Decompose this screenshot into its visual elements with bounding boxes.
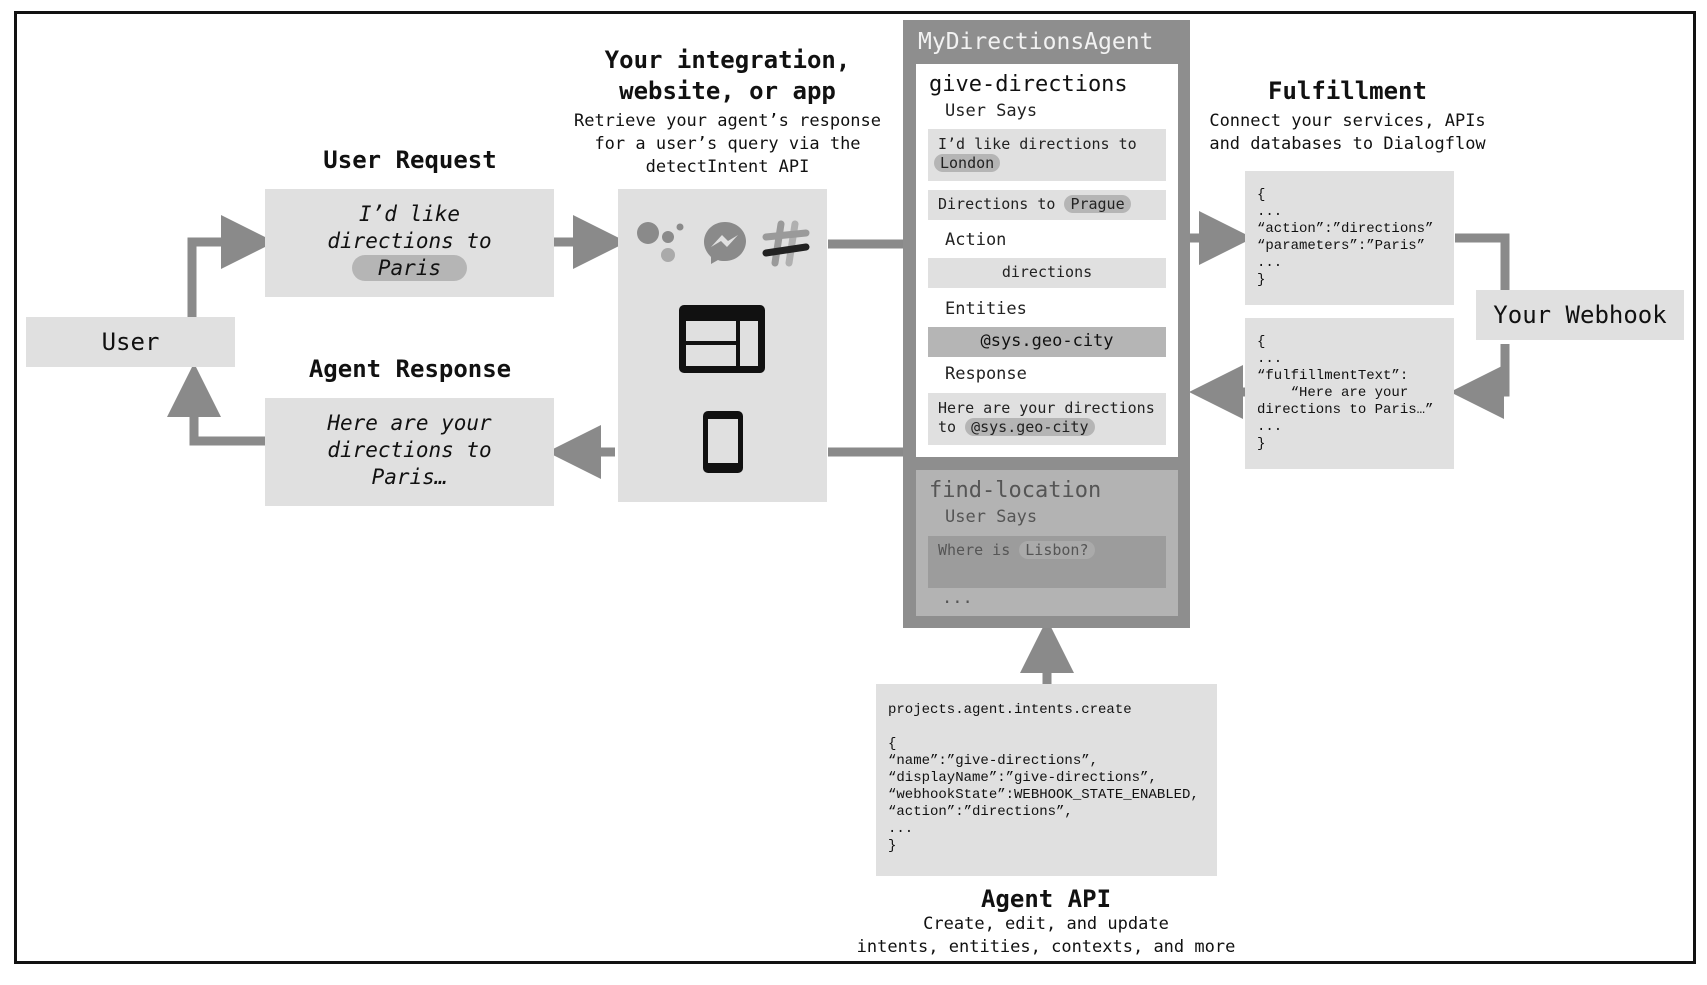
messenger-icon bbox=[704, 222, 746, 264]
response-entity: @sys.geo-city bbox=[965, 418, 1095, 436]
agent-name: MyDirectionsAgent bbox=[918, 29, 1154, 55]
find-location-ellipsis: ... bbox=[942, 588, 973, 608]
fulfillment-request-code-line: } bbox=[1257, 272, 1266, 288]
user-says-label: User Says bbox=[945, 101, 1038, 121]
agent-api-code: projects.agent.intents.create {“name”:”g… bbox=[888, 702, 1217, 855]
response-text-line2: to bbox=[938, 418, 957, 436]
webhook-box: Your Webhook bbox=[1476, 290, 1684, 340]
slack-icon bbox=[762, 220, 810, 267]
agent-api-title: Agent API bbox=[980, 885, 1112, 913]
user-request-title: User Request bbox=[323, 146, 497, 174]
fulfillment-request-code: {...“action”:”directions”“parameters”:”P… bbox=[1257, 187, 1454, 289]
fulfillment-desc-line1: Connect your services, APIs bbox=[1209, 111, 1486, 131]
fulfillment-desc-line2: and databases to Dialogflow bbox=[1209, 134, 1486, 154]
fulfillment-description: Connect your services, APIs and database… bbox=[1200, 110, 1495, 156]
agent-api-code-line: { bbox=[888, 736, 897, 752]
training-phrase-2: Directions to Prague bbox=[928, 190, 1166, 220]
agent-response-line2: directions to bbox=[327, 438, 492, 462]
integration-desc-line2: for a user’s query via the bbox=[594, 134, 861, 154]
integration-desc-line3: detectIntent API bbox=[645, 157, 810, 177]
training-phrase-1-text: I’d like directions to bbox=[938, 135, 1137, 153]
user-request-line1: I’d like bbox=[358, 202, 461, 226]
action-label: Action bbox=[945, 230, 1007, 250]
find-location-user-says-label: User Says bbox=[945, 507, 1038, 527]
entity-value: @sys.geo-city bbox=[928, 327, 1166, 357]
agent-api-code-line: ... bbox=[888, 821, 914, 837]
agent-api-code-line: “displayName”:”give-directions”, bbox=[888, 770, 1157, 786]
training-phrase-2-text: Directions to bbox=[938, 195, 1056, 213]
integration-title-line2: website, or app bbox=[619, 77, 836, 105]
intent-find-location-name: find-location bbox=[929, 478, 1102, 503]
user-label: User bbox=[101, 328, 160, 356]
integration-description: Retrieve your agent’s response for a use… bbox=[560, 110, 895, 179]
agent-api-code-line: “action”:”directions”, bbox=[888, 804, 1073, 820]
fulfillment-response-code-line: } bbox=[1257, 436, 1266, 452]
find-location-phrase: Where is Lisbon? bbox=[928, 536, 1166, 588]
fulfillment-request-code-line: “action”:”directions” bbox=[1257, 221, 1434, 237]
response-label: Response bbox=[945, 364, 1027, 384]
entities-label: Entities bbox=[945, 299, 1027, 319]
agent-api-desc-line2: intents, entities, contexts, and more bbox=[856, 937, 1236, 957]
user-request-line2: directions to bbox=[327, 229, 492, 253]
agent-api-description: Create, edit, and update intents, entiti… bbox=[826, 913, 1266, 959]
agent-response-title: Agent Response bbox=[308, 355, 512, 383]
intent-give-directions-name: give-directions bbox=[929, 72, 1128, 97]
fulfillment-response-code-line: ... bbox=[1257, 351, 1283, 367]
fulfillment-request-code-line: “parameters”:”Paris” bbox=[1257, 238, 1426, 254]
integration-box bbox=[618, 189, 827, 502]
find-location-phrase-entity: Lisbon? bbox=[1019, 541, 1095, 559]
integration-desc-line1: Retrieve your agent’s response bbox=[573, 111, 882, 131]
fulfillment-response-code-line: “fulfillmentText”: bbox=[1257, 368, 1409, 384]
user-request-entity: Paris bbox=[351, 255, 468, 281]
agent-api-code-line: } bbox=[888, 838, 897, 854]
fulfillment-request-box: {...“action”:”directions”“parameters”:”P… bbox=[1245, 171, 1454, 305]
google-assistant-icon bbox=[637, 222, 684, 262]
user-request-box: I’d like directions to Paris bbox=[265, 189, 554, 297]
fulfillment-request-code-line: ... bbox=[1257, 255, 1283, 271]
integration-title-line1: Your integration, bbox=[604, 46, 851, 74]
arrow-webhook-to-fulfillment bbox=[1450, 344, 1510, 419]
agent-response-line3: Paris… bbox=[371, 465, 448, 489]
agent-api-code-line: “name”:”give-directions”, bbox=[888, 753, 1099, 769]
fulfillment-response-code-line: “Here are your bbox=[1257, 385, 1409, 401]
diagram-frame bbox=[14, 11, 1696, 964]
agent-api-code-line bbox=[888, 719, 1217, 736]
agent-api-code-line: “webhookState”:WEBHOOK_STATE_ENABLED, bbox=[888, 787, 1199, 803]
agent-response-box: Here are your directions to Paris… bbox=[265, 398, 554, 506]
agent-response-line1: Here are your bbox=[327, 411, 492, 435]
arrow-user-to-request bbox=[187, 215, 275, 318]
fulfillment-request-code-line: ... bbox=[1257, 204, 1283, 220]
response-text: Here are your directions to @sys.geo-cit… bbox=[928, 393, 1166, 445]
web-browser-icon bbox=[679, 305, 765, 373]
fulfillment-request-code-line: { bbox=[1257, 187, 1266, 203]
training-phrase-1-entity: London bbox=[934, 154, 1001, 172]
action-value: directions bbox=[928, 258, 1166, 288]
arrow-response-to-user bbox=[167, 363, 265, 446]
fulfillment-response-code-line: directions to Paris…” bbox=[1257, 402, 1434, 418]
webhook-label: Your Webhook bbox=[1493, 301, 1667, 329]
user-box: User bbox=[26, 317, 235, 367]
integration-title: Your integration, website, or app bbox=[560, 45, 895, 107]
find-location-phrase-text: Where is bbox=[938, 541, 1011, 559]
response-text-line1: Here are your directions bbox=[938, 399, 1155, 417]
fulfillment-title: Fulfillment bbox=[1268, 77, 1427, 105]
training-phrase-1: I’d like directions to London bbox=[928, 129, 1166, 181]
agent-api-code-line: projects.agent.intents.create bbox=[888, 702, 1132, 718]
agent-api-desc-line1: Create, edit, and update bbox=[923, 914, 1169, 934]
fulfillment-response-code-line: { bbox=[1257, 334, 1266, 350]
mobile-phone-icon bbox=[703, 411, 743, 473]
training-phrase-2-entity: Prague bbox=[1064, 195, 1131, 213]
agent-api-code-box: projects.agent.intents.create {“name”:”g… bbox=[876, 684, 1217, 876]
fulfillment-response-code-line: ... bbox=[1257, 419, 1283, 435]
